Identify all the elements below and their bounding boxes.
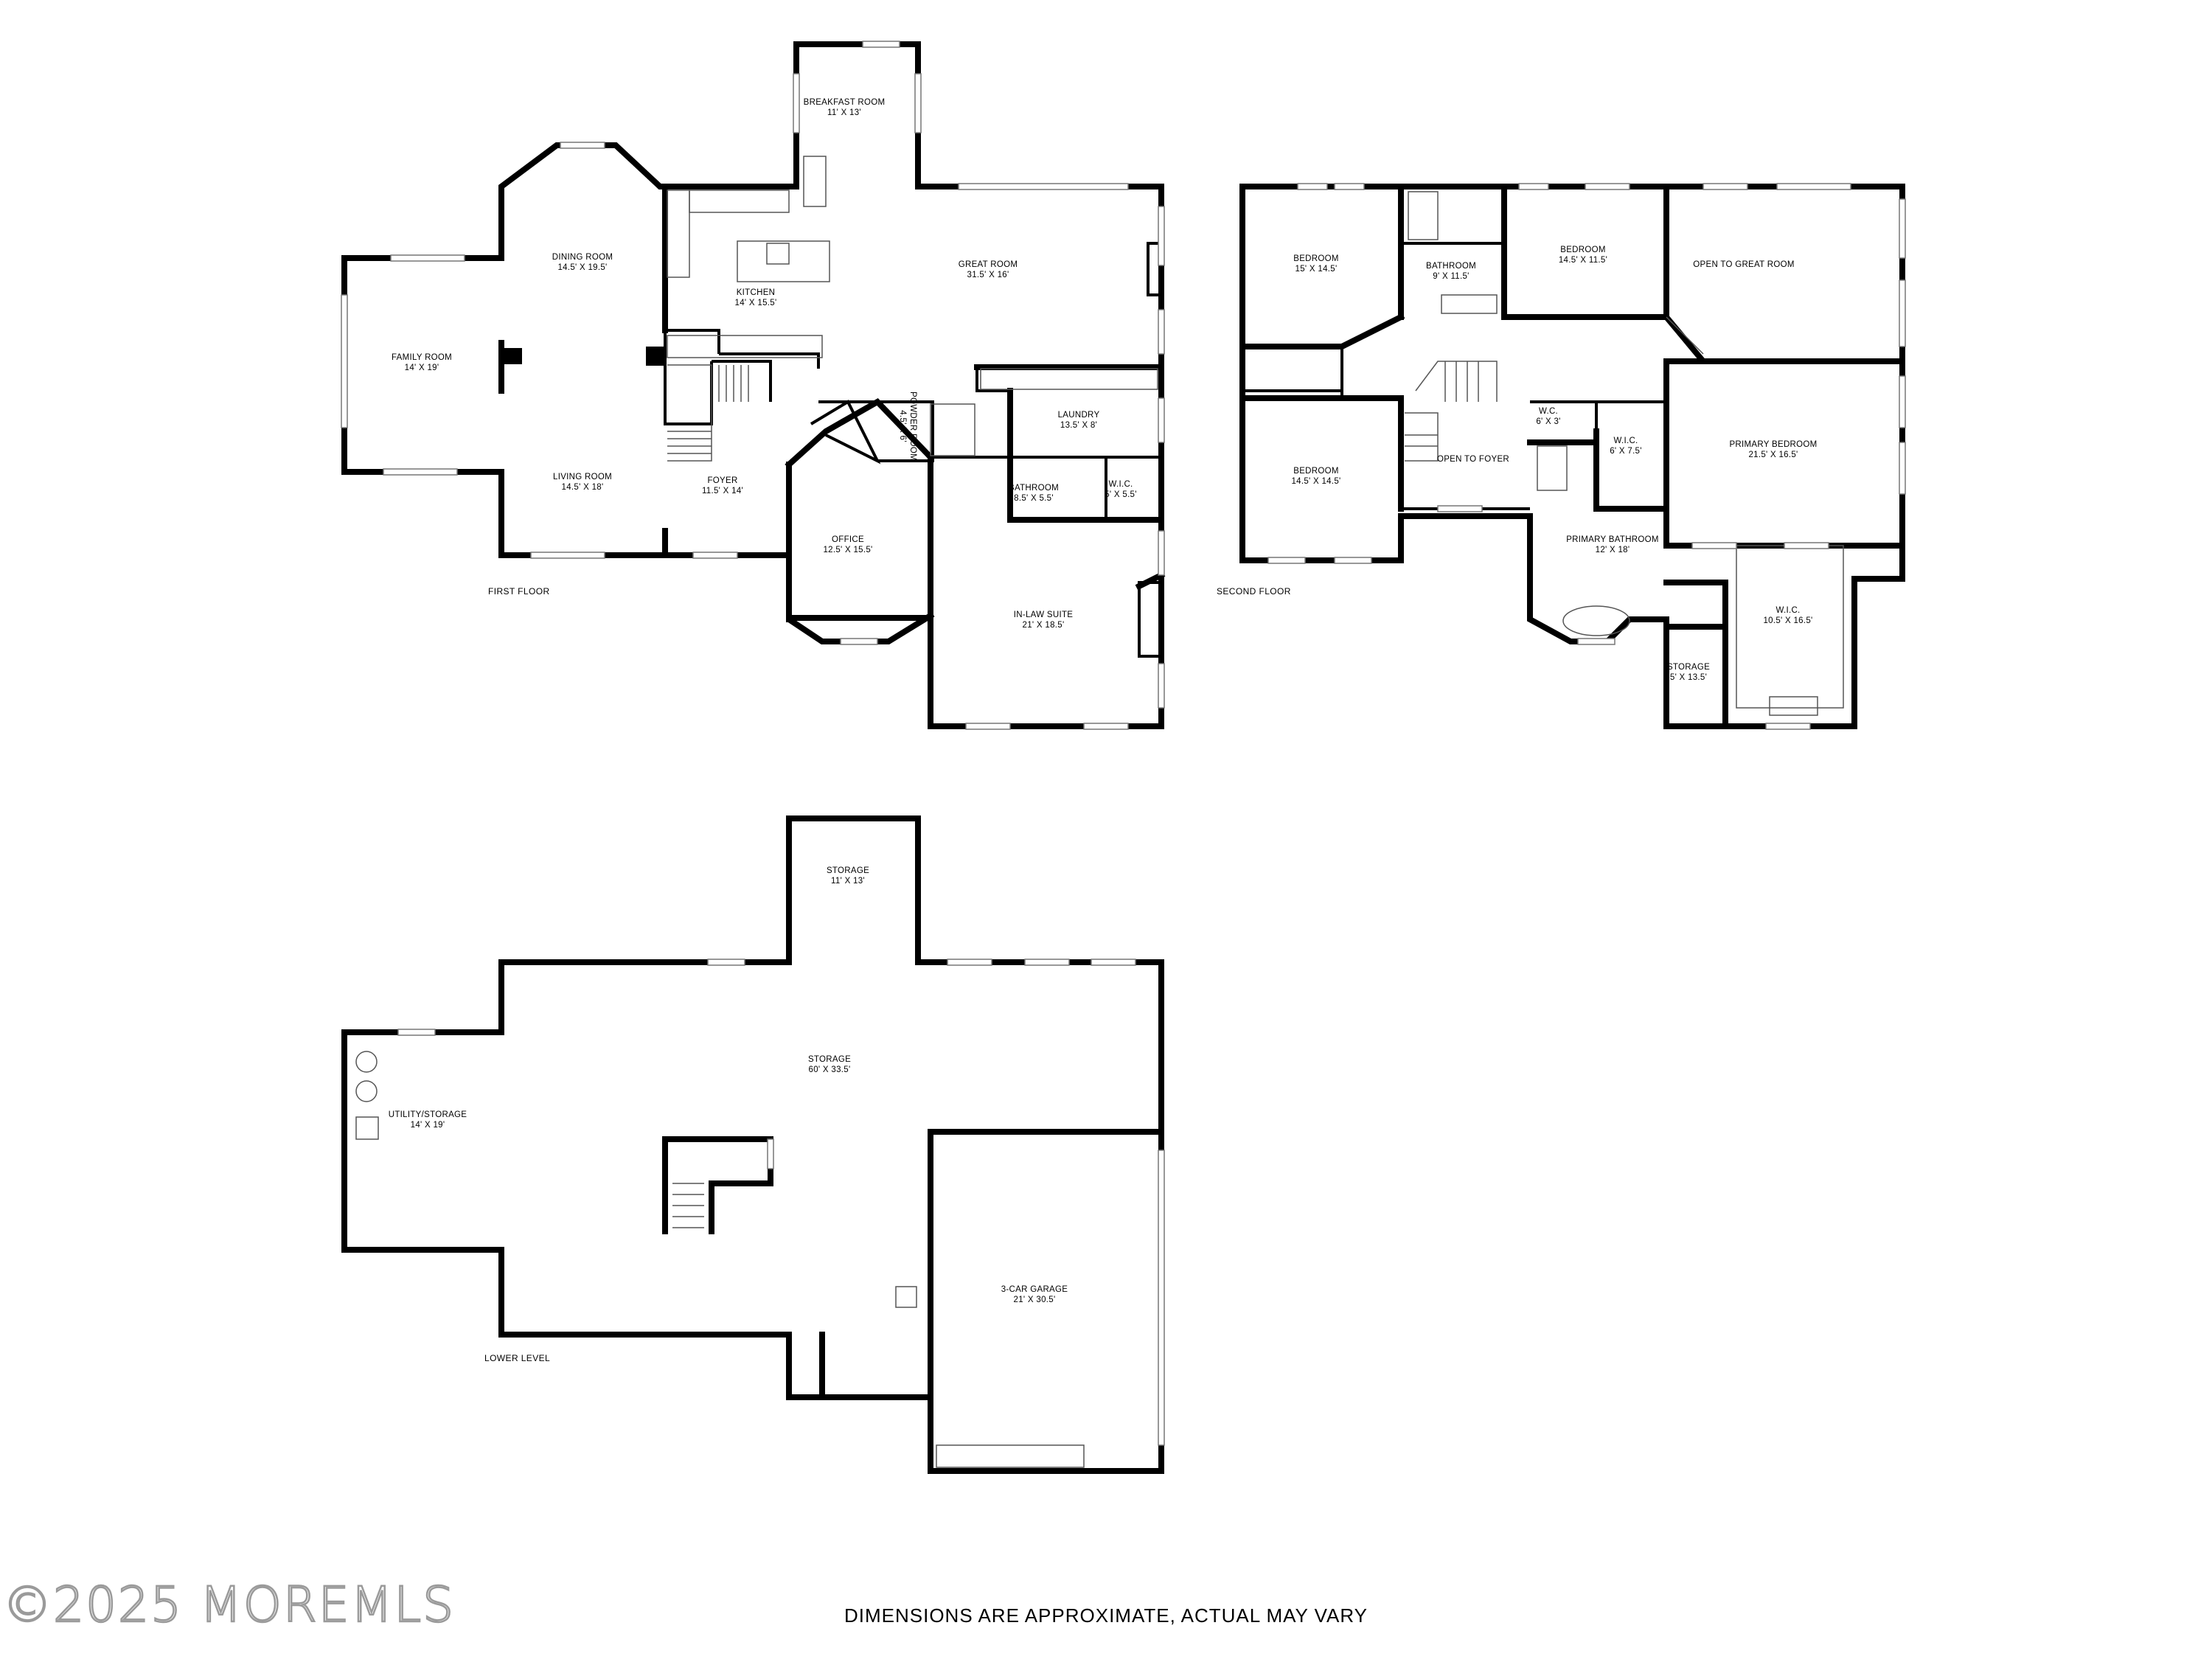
room-name: GREAT ROOM [959,260,1018,269]
room-name: STORAGE [827,866,869,875]
second-floor-stairs [1405,361,1498,462]
room-label: GREAT ROOM 31.5' X 16' [959,260,1018,279]
room-dimensions: 15' X 14.5' [1295,265,1338,274]
room-dimensions: 14.5' X 19.5' [557,263,607,272]
room-dimensions: 13.5' X 8' [1060,421,1097,430]
room-name: BATHROOM [1426,262,1476,271]
floor-label-lower: LOWER LEVEL [484,1353,550,1363]
room-name: BREAKFAST ROOM [804,98,886,107]
room-dimensions: 10.5' X 16.5' [1763,616,1812,625]
room-name: OPEN TO GREAT ROOM [1693,260,1794,269]
room-name: W.I.C. [1775,606,1800,615]
room-name: 3-CAR GARAGE [1001,1285,1068,1294]
room-name: LAUNDRY [1058,411,1100,420]
room-name: FAMILY ROOM [392,353,452,362]
room-label: LIVING ROOM 14.5' X 18' [553,473,612,492]
room-dimensions: 21' X 18.5' [1023,621,1065,630]
room-label: FOYER 11.5' X 14' [702,476,743,495]
room-label: OPEN TO GREAT ROOM [1693,260,1794,269]
room-dimensions: 8.5' X 5.5' [1014,494,1054,503]
second-floor-plan [1239,183,1906,730]
room-label: OFFICE 12.5' X 15.5' [823,535,872,554]
room-name: FOYER [707,476,737,485]
room-name: KITCHEN [737,288,776,297]
room-name: OPEN TO FOYER [1437,455,1509,464]
room-name: STORAGE [1667,663,1710,672]
room-name: LIVING ROOM [553,473,612,481]
room-dimensions: 6' X 3' [1536,417,1560,426]
dimensions-disclaimer: DIMENSIONS ARE APPROXIMATE, ACTUAL MAY V… [844,1604,1368,1627]
room-dimensions: 12' X 18' [1596,546,1630,554]
room-dimensions: 11' X 13' [827,108,861,117]
room-dimensions: 12.5' X 15.5' [823,546,872,554]
room-dimensions: 9' X 11.5' [1433,272,1469,281]
room-name: OFFICE [832,535,864,544]
room-name: UTILITY/STORAGE [389,1110,467,1119]
room-name: BEDROOM [1560,246,1606,254]
room-name: DINING ROOM [552,253,613,262]
room-name: POWDER ROOM [908,392,917,461]
room-label: IN-LAW SUITE 21' X 18.5' [1014,611,1074,630]
room-name: IN-LAW SUITE [1014,611,1074,619]
floor-label-second: SECOND FLOOR [1217,586,1291,597]
room-label: W.I.C.5' X 5.5' [1105,480,1137,499]
room-dimensions: 6' X 7.5' [1610,447,1642,456]
room-dimensions: 11.5' X 14' [702,487,743,495]
first-floor-stairs [667,364,749,462]
room-dimensions: 5' X 13.5' [1670,673,1707,682]
room-dimensions: 31.5' X 16' [967,271,1009,279]
room-name: W.I.C. [1613,437,1638,445]
room-dimensions: 14.5' X 14.5' [1291,477,1340,486]
room-label: BEDROOM 15' X 14.5' [1293,254,1339,274]
room-label: W.I.C.10.5' X 16.5' [1763,606,1812,625]
floor-label-first: FIRST FLOOR [488,586,550,597]
lower-level-stairs [662,1136,773,1234]
room-label: BEDROOM 14.5' X 11.5' [1559,246,1607,265]
room-dimensions: 14' X 15.5' [735,299,777,307]
room-dimensions: 5' X 5.5' [1105,490,1137,499]
room-dimensions: 11' X 13' [831,877,865,886]
room-name: STORAGE [808,1055,851,1064]
room-dimensions: 14.5' X 11.5' [1559,256,1607,265]
room-name: BEDROOM [1293,467,1339,476]
first-floor-plan [341,41,1166,730]
room-label: KITCHEN 14' X 15.5' [735,288,777,307]
room-name: W.I.C. [1108,480,1133,489]
room-label: FAMILY ROOM 14' X 19' [392,353,452,372]
room-dimensions: 21' X 30.5' [1014,1295,1056,1304]
room-label: OPEN TO FOYER [1437,455,1509,464]
lower-level-plan [341,815,1165,1474]
room-name: W.C. [1539,407,1558,416]
room-name: PRIMARY BATHROOM [1566,535,1659,544]
room-name: PRIMARY BEDROOM [1729,440,1817,449]
room-label: PRIMARY BATHROOM 12' X 18' [1566,535,1659,554]
room-label: W.I.C. 6' X 7.5' [1610,437,1642,456]
room-name: BEDROOM [1293,254,1339,263]
room-label: PRIMARY BEDROOM 21.5' X 16.5' [1729,440,1817,459]
room-dimensions: 14' X 19' [405,364,439,372]
room-label: W.C.6' X 3' [1536,407,1560,426]
room-dimensions: 14.5' X 18' [562,483,604,492]
room-dimensions: 21.5' X 16.5' [1748,451,1798,459]
room-dimensions: 60' X 33.5' [809,1065,851,1074]
room-dimensions: 4.5' X 6' [898,410,907,442]
room-label: UTILITY/STORAGE 14' X 19' [389,1110,467,1130]
room-dimensions: 14' X 19' [411,1121,445,1130]
room-label: STORAGE 11' X 13' [827,866,869,886]
room-name: BATHROOM [1009,484,1059,493]
copyright-watermark: ©2025 MOREMLS [2,1576,456,1635]
